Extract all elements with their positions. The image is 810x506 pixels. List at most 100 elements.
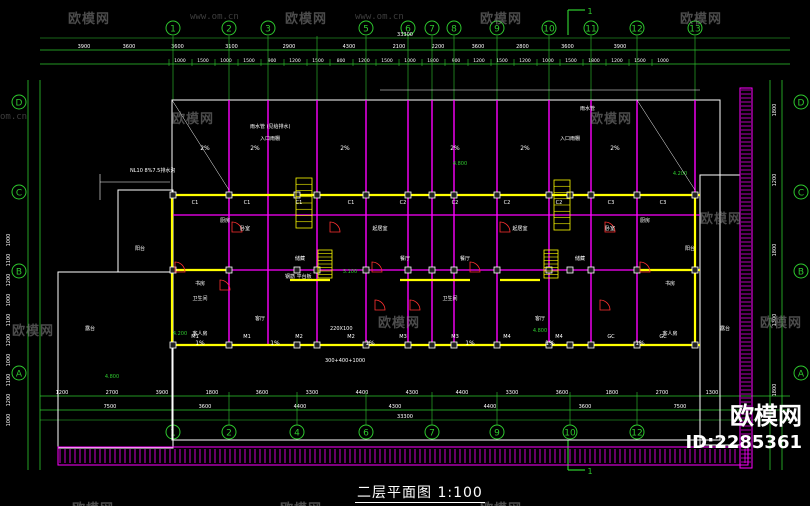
- opening-code: C2: [400, 200, 407, 206]
- dim-text-bottom: 3600: [556, 390, 569, 396]
- watermark-logo: 欧模网: [72, 498, 114, 506]
- door-swing: [639, 261, 651, 273]
- level-mark: 4.800: [533, 328, 547, 334]
- axis-bubble-right-A-label: A: [798, 370, 805, 380]
- axis-bubble-left-D-label: D: [16, 99, 23, 109]
- room-label: 客人房: [192, 330, 207, 337]
- structural-column: [566, 341, 574, 349]
- structural-column: [362, 341, 370, 349]
- structural-column: [293, 341, 301, 349]
- room-label: 起居室: [512, 225, 527, 232]
- dim-text-bottom-total: 33300: [397, 414, 413, 420]
- dim-text-bottom-2: 7500: [104, 404, 117, 410]
- structural-column: [545, 191, 553, 199]
- door-swing: [599, 299, 611, 311]
- axis-bubble-left-C: [11, 184, 27, 200]
- watermark-logo: 欧模网: [172, 112, 215, 127]
- slope-label: 1%: [635, 340, 645, 347]
- structural-column: [587, 266, 595, 274]
- structural-column: [493, 191, 501, 199]
- section-mark-top-label: 1: [587, 7, 592, 16]
- dim-text-bottom: 4300: [406, 390, 419, 396]
- watermark-logo: 欧模网: [480, 498, 522, 506]
- door-swing: [371, 261, 383, 273]
- watermark-url: www.om.cn: [190, 12, 239, 22]
- room-label: 起居室: [372, 225, 387, 232]
- dim-text-bottom: 1300: [706, 390, 719, 396]
- door-swing: [409, 299, 421, 311]
- opening-code: C1: [244, 200, 251, 206]
- axis-bubble-left-B-label: B: [16, 268, 22, 278]
- canopy-diagonal: [636, 99, 696, 191]
- door-swing: [174, 261, 186, 273]
- slope-label: 2%: [450, 145, 460, 152]
- dim-text-bottom-2: 4400: [294, 404, 307, 410]
- axis-bubble-top-7-label: 7: [429, 25, 435, 35]
- dim-text-top: 2100: [393, 44, 406, 50]
- axis-bubble-bottom-6-label: 6: [363, 429, 369, 439]
- opening-code: C2: [504, 200, 511, 206]
- door-swing: [469, 261, 481, 273]
- dim-text-top-2: 1000: [657, 58, 669, 64]
- structural-column: [633, 191, 641, 199]
- dim-text-bottom-2: 4400: [484, 404, 497, 410]
- dim-text-top-2: 1500: [381, 58, 393, 64]
- watermark-logo: 欧模网: [280, 498, 322, 506]
- dim-text-top: 3600: [171, 44, 184, 50]
- dim-text-top-2: 1500: [243, 58, 255, 64]
- structural-column: [428, 266, 436, 274]
- canopy-diagonal: [171, 99, 230, 191]
- dim-text-bottom: 3300: [306, 390, 319, 396]
- balcony-railing-band: [57, 446, 749, 466]
- axis-bubble-top-12-label: 12: [631, 25, 642, 35]
- level-mark: 4.200: [173, 331, 187, 337]
- axis-bubble-top-11: [583, 20, 599, 36]
- structural-column: [313, 341, 321, 349]
- level-mark: 4.800: [453, 161, 467, 167]
- dim-text-top-2: 1500: [312, 58, 324, 64]
- axis-bubble-top-3-label: 3: [265, 25, 271, 35]
- dim-text-left: 1200: [6, 274, 12, 287]
- dim-text-top-2: 1500: [634, 58, 646, 64]
- structural-column: [225, 191, 233, 199]
- dim-text-top-2: 1200: [519, 58, 531, 64]
- axis-bubble-top-1-label: 1: [170, 25, 176, 35]
- dim-text-top: 3600: [561, 44, 574, 50]
- opening-code: C1: [348, 200, 355, 206]
- dim-text-top-2: 1500: [496, 58, 508, 64]
- axis-bubble-top-13: [687, 20, 703, 36]
- axis-bubble-right-D: [793, 94, 809, 110]
- room-label: 阳台: [685, 245, 695, 252]
- slope-label: 1%: [195, 340, 205, 347]
- dim-text-top: 3100: [225, 44, 238, 50]
- door-swing: [374, 299, 386, 311]
- axis-bubble-top-3: [260, 20, 276, 36]
- opening-code: M3: [399, 334, 407, 340]
- dim-text-top-2: 1800: [588, 58, 600, 64]
- room-label: 客厅: [255, 315, 265, 322]
- terrace-left-upper: [117, 189, 174, 273]
- structural-column: [404, 191, 412, 199]
- opening-code: C1: [296, 200, 303, 206]
- room-label: 储藏: [575, 255, 585, 262]
- axis-bubble-top-9: [489, 20, 505, 36]
- axis-bubble-bottom-12-label: 12: [631, 429, 642, 439]
- axis-bubble-bottom-7-label: 7: [429, 429, 435, 439]
- dim-text-top: 2200: [432, 44, 445, 50]
- axis-bubble-top-6: [400, 20, 416, 36]
- axis-bubble-top-10-label: 10: [543, 25, 555, 35]
- dim-text-right: 1300: [772, 314, 778, 327]
- axis-bubble-top-2-label: 2: [226, 25, 232, 35]
- axis-bubble-top-7: [424, 20, 440, 36]
- opening-code: C3: [608, 200, 615, 206]
- dim-text-top-2: 1500: [197, 58, 209, 64]
- dim-text-bottom-2: 7500: [674, 404, 687, 410]
- structural-column: [362, 191, 370, 199]
- plan-note: 雨水管 (见给排水): [250, 123, 291, 130]
- dim-text-top: 3900: [614, 44, 627, 50]
- opening-code: M1: [243, 334, 251, 340]
- axis-bubble-top-8: [446, 20, 462, 36]
- structural-column: [587, 341, 595, 349]
